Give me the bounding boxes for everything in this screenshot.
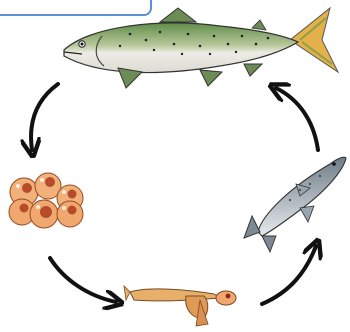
- alevin-icon: [124, 286, 236, 326]
- salmon-eggs-icon: [9, 173, 83, 228]
- juvenile-salmon-icon: [244, 157, 346, 252]
- arrow-juvenile-to-adult: [276, 88, 318, 150]
- arrow-eggs-to-alevin: [50, 258, 116, 302]
- adult-salmon-icon: [64, 8, 338, 88]
- arrow-adult-to-eggs: [31, 84, 58, 150]
- arrow-alevin-to-juvenile: [262, 246, 316, 304]
